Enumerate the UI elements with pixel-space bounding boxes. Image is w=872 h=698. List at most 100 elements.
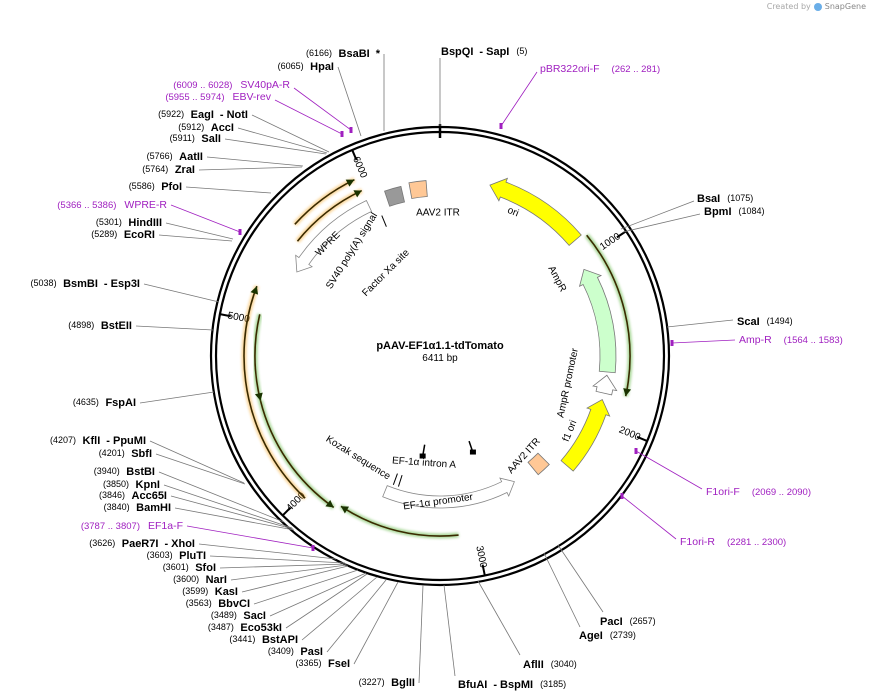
aav2-itr-top-box (408, 180, 428, 199)
orf-green-bottom (340, 505, 459, 537)
orf-orange-inner-head (353, 190, 362, 198)
orf-ampr-arc (586, 234, 631, 397)
left-site-labels: (6166) BsaBI*(6065) HpaI(5922) EagI- Not… (31, 48, 415, 689)
site-leader-left (224, 138, 327, 155)
primer-mark (238, 229, 242, 235)
orf-orange-long-head (250, 286, 259, 295)
tick-mark (636, 435, 648, 442)
site-label-left: (4201) SbfI (99, 448, 152, 460)
tick-mark (351, 149, 358, 161)
tick-label: 2000 (617, 425, 642, 444)
site-label-left: (6166) BsaBI* (306, 48, 381, 60)
site-label-left: (5764) ZraI (142, 164, 195, 176)
primer-label: F1ori-R(2281 .. 2300) (680, 536, 786, 548)
site-label-right: ScaI(1494) (737, 316, 793, 328)
site-leader-left (241, 565, 349, 593)
site-leader-right (666, 319, 734, 328)
tick-label: 1000 (598, 231, 623, 253)
primer-leader (671, 339, 736, 344)
site-label-right: AflII(3040) (523, 659, 577, 671)
site-label-left: (5289) EcoRI (91, 229, 155, 241)
orf-green-left-lower (259, 400, 335, 509)
site-label-left: (3599) KasI (182, 586, 238, 598)
site-label-right: AgeI(2739) (579, 630, 636, 642)
kozak-label: Kozak sequence (324, 434, 393, 483)
site-leader-left (230, 564, 348, 581)
primer-label: pBR322ori-F(262 .. 281) (540, 63, 660, 75)
kozak-mark-2 (397, 474, 403, 487)
site-leader-left (353, 581, 399, 665)
site-label-left: (5766) AatII (147, 151, 203, 163)
wpre-feature (295, 199, 373, 273)
created-by-text: Created by (766, 2, 811, 11)
site-leader-right (543, 552, 581, 628)
site-leader-left (155, 453, 246, 485)
site-label-left: (3409) PasI (268, 646, 323, 658)
site-label-left: (3846) Acc65I (99, 490, 167, 502)
credit: Created by SnapGene (767, 2, 866, 11)
snapgene-logo-icon (813, 2, 822, 11)
primer-label: (6009 .. 6028)SV40pA-R (173, 79, 290, 91)
site-label-left: (6065) HpaI (278, 61, 334, 73)
site-label-left: (3600) NarI (173, 574, 227, 586)
orf-orange-long (243, 285, 306, 499)
primer-leader (293, 87, 352, 131)
kozak-mark (392, 473, 398, 485)
site-leader-right (622, 213, 701, 233)
site-leader-left (285, 573, 368, 629)
primer-leader (500, 71, 538, 127)
primer-label: (5955 .. 5974)EBV-rev (165, 91, 271, 103)
ef1a-promoter-feature (382, 477, 515, 509)
site-label-left: (3563) BbvCI (186, 598, 250, 610)
site-leader-left (198, 543, 337, 560)
orf-green-left-head (254, 392, 263, 401)
site-label-left: (3487) Eco53kI (208, 622, 282, 634)
orf-green-left-lower-head (325, 499, 334, 508)
plasmid-name: pAAV-EF1α1.1-tdTomato (376, 340, 504, 352)
ampr-promoter-feature (592, 374, 618, 396)
site-label-left: (5586) PfoI (129, 181, 182, 193)
site-label-left: (3940) BstBI (94, 466, 155, 478)
feature-arrows (241, 177, 633, 539)
site-label-left: (3441) BstAPI (229, 634, 298, 646)
site-leader-left (158, 234, 233, 242)
site-leader-left (165, 222, 234, 240)
site-leader-left (209, 555, 346, 564)
site-leader-left (253, 569, 359, 605)
primer-mark (340, 131, 344, 137)
site-leader-left (219, 563, 347, 569)
site-label-right: PacI(2657) (600, 616, 656, 628)
site-label-left: (5038) BsmBI- Esp3I (31, 278, 140, 290)
site-label-right: BspQI- SapI(5) (441, 46, 527, 58)
primer-leader (635, 450, 703, 490)
f1-ori-feature (560, 398, 611, 472)
site-leader-left (251, 114, 330, 153)
ori-feature (489, 177, 582, 246)
site-leader-left (163, 484, 293, 529)
site-leader-left (143, 283, 220, 303)
site-label-left: (5911) SalI (170, 133, 221, 145)
ef1a-intron-label: EF-1α intron A (392, 455, 457, 470)
site-label-left: (4635) FspAI (73, 397, 136, 409)
brand-name: SnapGene (824, 2, 866, 11)
site-leader-left (149, 440, 245, 484)
orf-green-left (254, 314, 262, 401)
site-label-left: (5301) HindIII (96, 217, 162, 229)
orf-green-bottom-head (340, 506, 349, 514)
site-label-left: (3603) PluTI (147, 550, 206, 562)
intron-flag-left-flag (419, 453, 426, 459)
site-label-left: (3850) KpnI (103, 479, 160, 491)
factor-xa-label: Factor Xa site (360, 247, 412, 299)
site-leader-left (135, 325, 214, 331)
ampr-feature (578, 268, 617, 374)
primer-leader (621, 495, 677, 540)
site-label-left: (3601) SfoI (163, 562, 216, 574)
ampr-label: AmpR (545, 264, 568, 294)
site-label-right: BsaI(1075) (697, 193, 753, 205)
sv40-polya-box (384, 185, 406, 207)
site-leader-left (139, 391, 215, 404)
primer-leader (186, 525, 314, 549)
primer-mark (620, 493, 624, 499)
site-label-left: (3227) BglII (359, 677, 415, 689)
ori-label: ori (506, 205, 520, 219)
